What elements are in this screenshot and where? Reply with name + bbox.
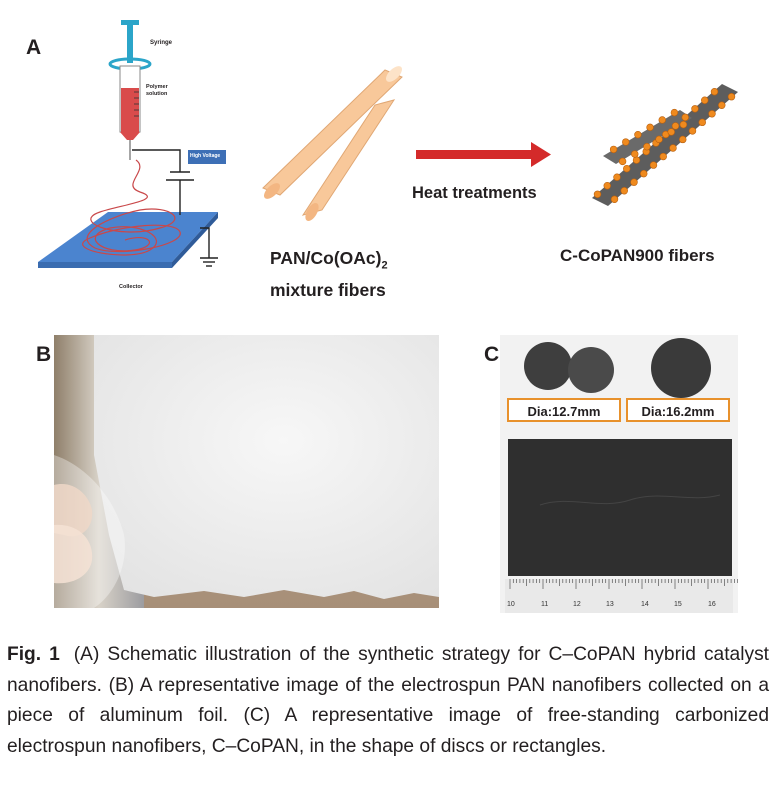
mixture-fibers-label: PAN/Co(OAc)2 mixture fibers (270, 246, 388, 302)
cobalt-particle (669, 144, 677, 152)
glove-finger (54, 484, 93, 537)
ruler-number: 15 (674, 601, 682, 608)
cobalt-particle (698, 118, 706, 127)
panel-a-letter: A (26, 36, 42, 59)
ruler-number: 13 (606, 601, 614, 608)
cobalt-particle (667, 128, 675, 136)
cobalt-particle (603, 182, 611, 190)
cobalt-particle (631, 150, 639, 158)
cobalt-particle (620, 187, 628, 195)
ruler-numbers: 10 11 12 13 14 15 16 (500, 601, 738, 613)
ruler-number: 11 (541, 601, 549, 608)
cobalt-particle (632, 156, 641, 164)
cobalt-particle (718, 101, 726, 109)
cobalt-particle (708, 110, 716, 118)
cobalt-particle (593, 190, 602, 199)
panel-b-photo (54, 335, 439, 608)
high-voltage-label: High Voltage (190, 153, 221, 159)
cobalt-particle (622, 138, 630, 146)
cobalt-particle (655, 135, 663, 144)
cobalt-particle (609, 145, 618, 154)
carbon-rectangle (508, 439, 732, 576)
cobalt-particle (634, 130, 642, 139)
cobalt-particle (643, 142, 651, 151)
syringe-plunger (127, 25, 133, 63)
carbon-disc-small-2 (568, 347, 614, 393)
cobalt-particle (630, 178, 638, 186)
ruler-number: 12 (573, 601, 581, 608)
heat-treatment-arrow (416, 142, 551, 167)
carbon-fibers-illustration (592, 84, 738, 206)
ruler-number: 14 (641, 601, 649, 608)
polymer-solution-label: Polymer solution (146, 84, 168, 97)
cobalt-particle (679, 135, 687, 144)
heat-treatments-label: Heat treatments (412, 184, 537, 202)
cobalt-particle (727, 92, 736, 101)
panel-a-schematic (38, 20, 738, 268)
cobalt-particle (646, 123, 654, 132)
carbon-disc-small-1 (524, 342, 572, 390)
cobalt-particle (710, 87, 719, 96)
pan-nanofiber-mat (94, 335, 439, 599)
cobalt-particle (679, 120, 688, 129)
cobalt-particle (649, 161, 658, 169)
cobalt-particle (610, 195, 619, 204)
caption-text: (A) Schematic illustration of the synthe… (7, 644, 769, 757)
product-fibers-label: C-CoPAN900 fibers (560, 246, 715, 265)
cobalt-particle (681, 113, 689, 122)
cobalt-particle (670, 108, 679, 117)
collector-label: Collector (119, 284, 143, 290)
cobalt-particle (658, 116, 666, 124)
dia-small-label: Dia:12.7mm (507, 398, 621, 422)
ruler-number: 10 (507, 601, 515, 608)
collector-plate (38, 212, 218, 262)
dia-large-label: Dia:16.2mm (626, 398, 730, 422)
ruler-number: 16 (708, 601, 716, 608)
cobalt-particle (613, 173, 621, 181)
mixture-fibers-illustration (262, 66, 403, 222)
cobalt-particle (671, 122, 680, 130)
polymer-solution (121, 88, 139, 132)
cobalt-particle (618, 157, 627, 166)
figure-caption: Fig. 1(A) Schematic illustration of the … (7, 640, 769, 762)
mixture-label-line1: PAN/Co(OAc) (270, 248, 382, 268)
cobalt-particle (623, 164, 631, 173)
mixture-label-subscript: 2 (381, 259, 388, 272)
panel-b-letter: B (36, 343, 52, 366)
carbon-disc-large (651, 338, 711, 398)
panel-c-photo (500, 335, 738, 613)
mixture-label-line2: mixture fibers (270, 279, 386, 300)
cobalt-particle (659, 152, 667, 161)
syringe-label: Syringe (150, 40, 173, 46)
cobalt-particle (688, 127, 697, 135)
high-voltage-box (188, 150, 226, 164)
panel-c-letter: C (484, 343, 500, 366)
figure-number: Fig. 1 (7, 644, 60, 665)
cobalt-particle (691, 105, 699, 113)
spun-fiber-path (82, 159, 181, 256)
cobalt-particle (701, 96, 709, 104)
cobalt-particle (640, 169, 648, 178)
